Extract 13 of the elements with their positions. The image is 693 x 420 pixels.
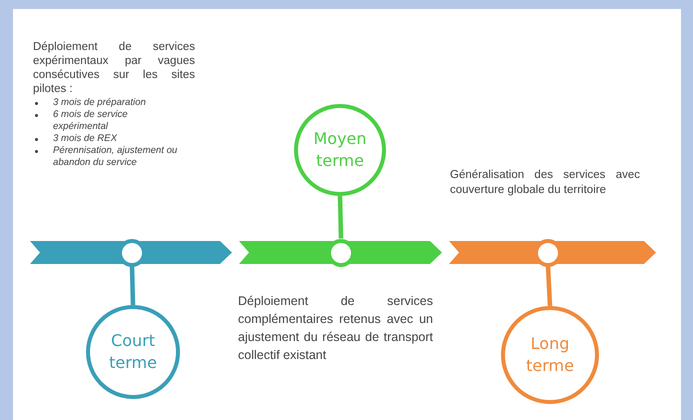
connector-stem [130,266,136,306]
bullet-item: 3 mois de préparation [53,97,146,108]
description-text: Déploiement de services expérimentaux par vagues consécutives sur les sites pilotes : [33,40,195,96]
description-text: Généralisation des services avec couverture globale du territoire [450,168,640,198]
description-text: Déploiement de services complémentaires retenus avec un ajustement du réseau de transport collectif existant [238,293,433,364]
bullet-item: 3 mois de REX [53,133,117,144]
bullet-item: Pérennisation, ajustement ou abandon du service [53,145,178,168]
connector-stem [338,196,344,239]
term-label: Court terme [108,330,158,374]
term-label: Moyen terme [312,128,368,172]
connector-stem [546,266,552,306]
bullet-item: 6 mois de service expérimental [53,109,128,132]
term-label: Long terme [525,333,575,377]
